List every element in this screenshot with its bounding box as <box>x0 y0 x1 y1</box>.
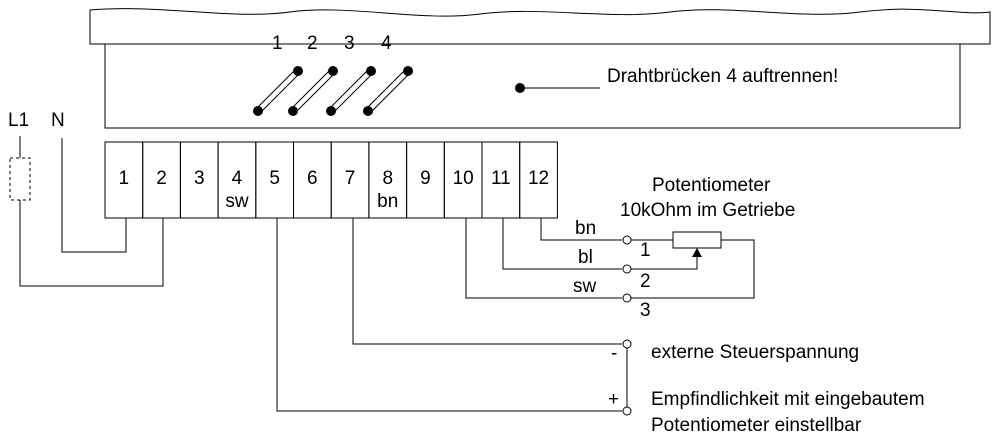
terminal-wire-color-8: bn <box>377 191 398 212</box>
jumper-wire-1 <box>253 66 303 116</box>
wire-color-bl: bl <box>578 247 593 268</box>
terminal-wire-color-4: sw <box>225 191 249 212</box>
pot-pin-2 <box>622 264 632 274</box>
terminal-number-12: 12 <box>528 168 549 189</box>
control-plus-pin <box>622 406 632 416</box>
pot-pin-number-2: 2 <box>640 271 651 292</box>
control-minus-label: - <box>611 343 617 364</box>
wire-terminal-5-plus <box>276 218 622 412</box>
jumper-block <box>104 43 961 129</box>
pot-wiper-arrow <box>692 248 702 257</box>
control-voltage-label: externe Steuerspannung <box>651 342 859 363</box>
wire-terminal-10 <box>465 218 622 299</box>
jumper-wire-3 <box>326 66 376 116</box>
wire-terminal-7-minus <box>352 218 622 345</box>
terminal-number-4: 4 <box>232 168 243 189</box>
terminal-number-2: 2 <box>156 168 167 189</box>
wire-color-bn: bn <box>575 218 596 239</box>
terminal-number-3: 3 <box>194 168 205 189</box>
terminal-number-7: 7 <box>345 168 356 189</box>
pot-wiper-lead <box>631 256 698 270</box>
jumper-note: Drahtbrücken 4 auftrennen! <box>607 66 838 87</box>
terminal-number-5: 5 <box>269 168 280 189</box>
jumper-label-4: 4 <box>381 33 392 54</box>
jumper-wire-4 <box>363 66 413 116</box>
supply-label-l1: L1 <box>8 110 29 131</box>
potentiometer-subtitle: 10kOhm im Getriebe <box>620 200 795 221</box>
sensitivity-note-line-2: Potentiometer einstellbar <box>651 415 862 436</box>
potentiometer-title: Potentiometer <box>652 175 771 196</box>
pot-pin-number-3: 3 <box>640 300 651 321</box>
potentiometer-symbol <box>672 231 722 249</box>
terminal-number-9: 9 <box>420 168 431 189</box>
sensitivity-note-line-1: Empfindlichkeit mit eingebautem <box>651 389 925 410</box>
terminal-number-11: 11 <box>491 168 511 189</box>
pot-pin-1 <box>622 235 632 245</box>
pot-lead-pin-3 <box>631 239 755 299</box>
jumper-label-2: 2 <box>307 33 318 54</box>
jumper-label-1: 1 <box>272 33 283 54</box>
wire-terminal-12 <box>540 218 622 241</box>
wire-n-to-terminal-1 <box>61 138 127 253</box>
terminal-number-1: 1 <box>119 168 130 189</box>
wire-l1-to-terminal-2 <box>19 136 164 287</box>
control-minus-pin <box>622 339 632 349</box>
terminal-12 <box>519 141 558 219</box>
pot-pin-number-1: 1 <box>640 240 651 261</box>
control-plus-label: + <box>608 389 619 410</box>
pot-pin-3 <box>622 293 632 303</box>
terminal-number-6: 6 <box>307 168 318 189</box>
jumper-label-3: 3 <box>344 33 355 54</box>
fuse-symbol <box>9 157 31 201</box>
housing-cover <box>89 8 991 45</box>
jumper-wire-2 <box>288 66 338 116</box>
supply-label-n: N <box>51 110 65 131</box>
terminal-number-10: 10 <box>453 168 474 189</box>
terminal-number-8: 8 <box>382 168 393 189</box>
wire-terminal-11 <box>502 218 622 270</box>
wire-color-sw: sw <box>573 276 597 297</box>
